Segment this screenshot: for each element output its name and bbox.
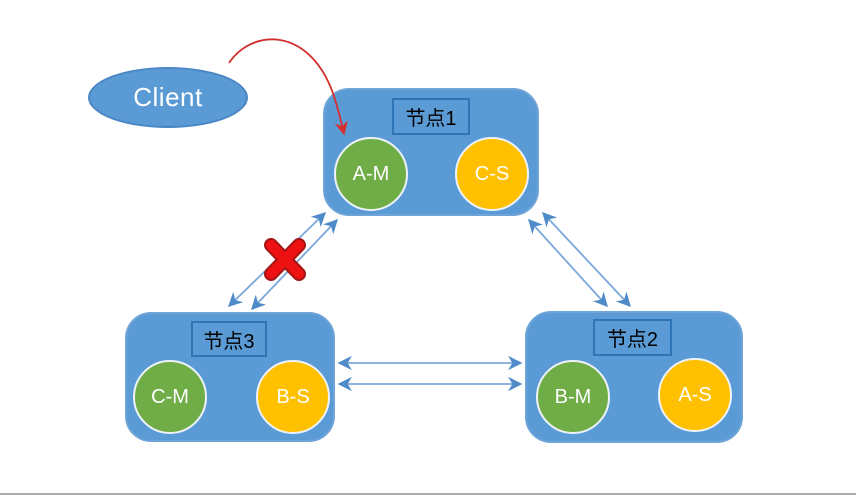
bidirectional-arrow <box>227 211 327 308</box>
link-node1-node2 <box>528 211 631 308</box>
shard-circle-a-slave: A-S <box>658 358 732 432</box>
node-1-label: 节点1 <box>405 108 457 130</box>
shard-label: A-S <box>678 383 712 406</box>
node-3-label: 节点3 <box>203 330 255 353</box>
shard-circle-b-master: B-M <box>536 360 610 434</box>
shard-label: C-S <box>474 162 510 185</box>
node-2: 节点2 B-M A-S <box>525 311 743 443</box>
shard-label: B-M <box>554 385 592 408</box>
client-label: Client <box>133 82 203 112</box>
node-3: 节点3 C-M B-S <box>125 312 335 442</box>
node-1: 节点1 A-M C-S <box>323 88 539 216</box>
broken-link-x-icon <box>264 238 306 281</box>
bidirectional-arrow <box>542 211 631 308</box>
shard-label: B-S <box>276 385 310 408</box>
shard-circle-c-slave: C-S <box>455 137 529 211</box>
shard-label: C-M <box>151 385 189 408</box>
shard-circle-b-slave: B-S <box>256 360 330 434</box>
node-2-title-box: 节点2 <box>593 319 672 356</box>
bidirectional-arrow <box>528 218 608 308</box>
node-2-label: 节点2 <box>606 329 659 351</box>
link-node3-node2 <box>337 355 523 392</box>
node-1-title-box: 节点1 <box>392 98 470 135</box>
shard-circle-c-master: C-M <box>133 360 207 434</box>
shard-circle-a-master: A-M <box>334 137 408 211</box>
node-3-title-box: 节点3 <box>191 321 267 357</box>
shard-label: A-M <box>352 162 390 185</box>
client-node: Client <box>88 67 248 128</box>
link-node1-node3 <box>227 211 338 311</box>
bidirectional-arrow <box>251 218 338 311</box>
slide-divider-line <box>0 493 856 495</box>
